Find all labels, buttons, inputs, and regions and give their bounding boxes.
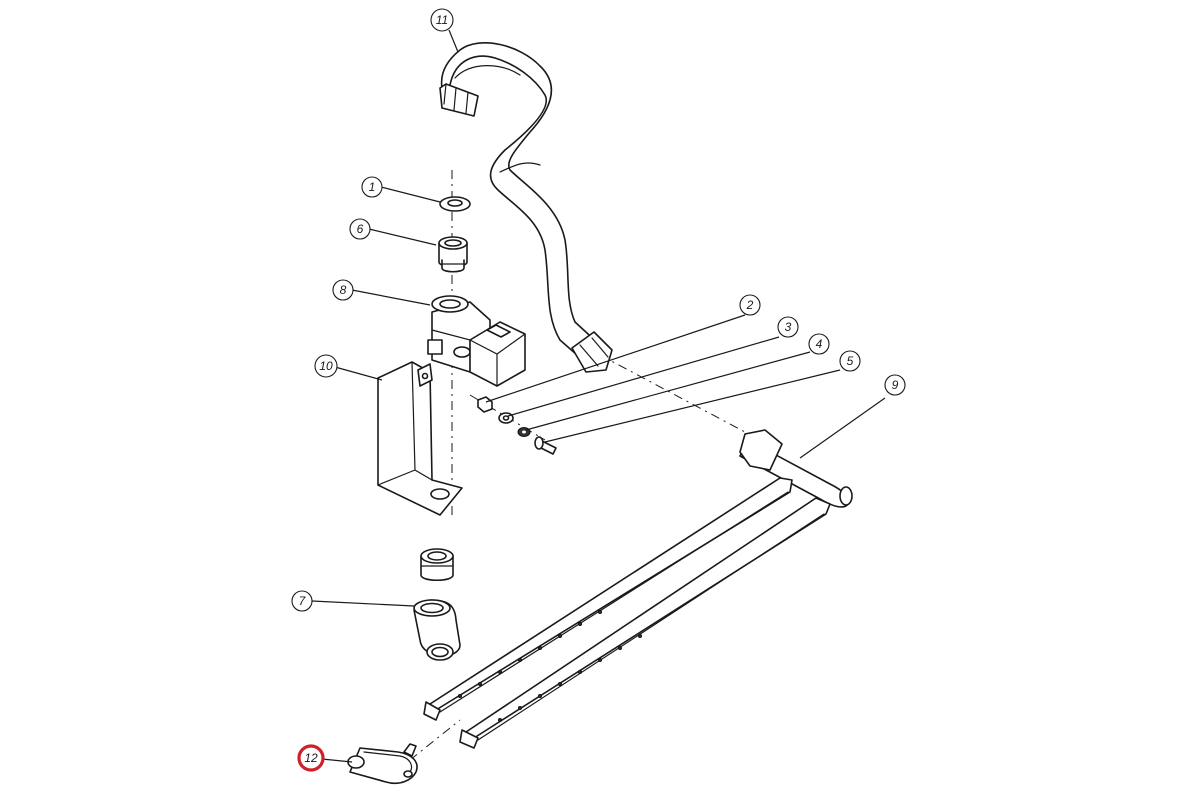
part-11-flexible-hose	[439, 42, 613, 373]
callout-9: 9	[884, 374, 906, 396]
part-5-screw	[534, 436, 557, 455]
svg-text:7: 7	[299, 594, 307, 608]
svg-text:3: 3	[785, 320, 792, 334]
part-3-washer	[498, 412, 514, 424]
svg-text:9: 9	[892, 378, 899, 392]
part-6-nipple-fitting	[438, 236, 468, 273]
callout-7: 7	[291, 590, 313, 612]
callout-2: 2	[739, 294, 761, 316]
part-12-pilot-burner	[347, 743, 418, 785]
callout-3: 3	[777, 316, 799, 338]
svg-text:12: 12	[304, 751, 318, 765]
callout-8: 8	[332, 279, 354, 301]
svg-text:6: 6	[357, 222, 364, 236]
callout-11: 11	[430, 8, 454, 32]
burner-ports	[458, 610, 642, 722]
part-10-mounting-bracket	[377, 361, 463, 516]
part-2-nut	[477, 396, 493, 413]
svg-text:2: 2	[746, 298, 754, 312]
callout-6: 6	[349, 218, 371, 240]
svg-text:5: 5	[847, 354, 854, 368]
part-1-washer	[439, 196, 471, 212]
svg-text:4: 4	[816, 337, 823, 351]
part-7-elbow-union	[413, 548, 461, 661]
part-8-solenoid-valve	[427, 295, 526, 387]
svg-text:11: 11	[436, 13, 448, 27]
callout-1: 1	[361, 176, 383, 198]
svg-text:8: 8	[340, 283, 347, 297]
svg-text:10: 10	[319, 359, 333, 373]
svg-text:1: 1	[369, 180, 376, 194]
callout-4: 4	[808, 333, 830, 355]
leader-lines	[311, 29, 886, 763]
callout-5: 5	[839, 350, 861, 372]
callout-12-highlighted[interactable]: 12	[297, 744, 325, 772]
callout-10: 10	[314, 354, 338, 378]
part-9-burner-manifold	[423, 429, 853, 749]
